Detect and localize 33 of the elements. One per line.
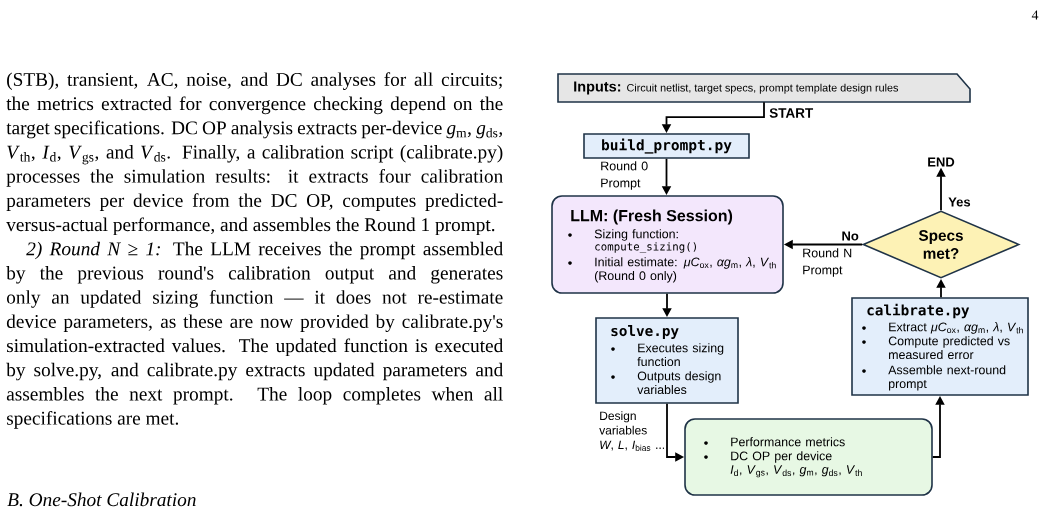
input-banner [557,73,971,103]
edge-label: No [842,231,859,241]
end-label: END [928,157,955,167]
box-heading: solve.py [611,325,679,339]
bullet-text: Executes sizing function [637,343,724,367]
bullet-text: I$_{d}$, V$_{gs}$, V$_{ds}$, g$_{m}$, g$_{ds}$, V$_{th}$ [730,465,862,478]
script-box [851,297,1029,396]
edge-label: Yes [948,197,971,207]
bullet-text: Assemble next-round prompt [888,365,1006,391]
edge-label: START [769,108,814,118]
edge-label: Design variables W, L, I$_{bias}$ ... [599,411,664,451]
script-box [595,317,739,404]
bullet-text: Initial estimate: μC$_{ox}$, αg$_{m}$, λ, V$_{th}$ (Round 0 only) [594,257,776,283]
section-heading: B. One-Shot Calibration [7,492,196,507]
edge-label: Round 0 Prompt [601,161,648,190]
bullet-text: Performance metrics [731,437,845,447]
box-heading: LLM: (Fresh Session) [571,209,733,225]
banner-heading: Inputs: [574,81,621,95]
page-number: 4 [1031,10,1039,20]
flow-label: Round N Prompt [803,248,852,277]
bullet-text: Compute predicted vs measured error [888,336,1010,360]
bullet-text: Extract μC$_{ox}$, αg$_{m}$, λ, V$_{th}$ [889,322,1023,334]
body-paragraph: 2) Round N ≥ 1: The LLM receives the prompt assembled by the previous round's calibration output and generates only an updated sizing function — it does not re-estimate device parameters, as these are now provided by calibrate.py's simulation-extracted values. The updated function is executed by solve.py, and calibrate.py extracts updated parameters and assembles the next prompt. The loop completes when all specifications are met. [6,241,504,429]
bullet-text: compute_sizing() [595,242,696,253]
body-paragraph: (STB), transient, AC, noise, and DC analyses for all circuits; the metrics extracted for convergence checking depend on the target specifications. DC OP analysis extracts per-device g$_{m}$, g$_{ds}$, V$_{th}$, I$_{d}$, V$_{gs}$, and V$_{ds}$. Finally, a calibration script (calibrate.py) processes the simulation results: it extracts four calibration parameters per device from the DC OP, computes predicted-versus-actual performance, and assembles the Round 1 prompt. [6,72,503,236]
box-heading: calibrate.py [867,303,970,319]
bullet-text: DC OP per device [731,451,832,463]
banner-text: Circuit netlist, target specs, prompt template design rules [627,83,898,94]
script-box: build_prompt.py [583,133,750,159]
bullet-text: Sizing function: [594,229,678,241]
bullet-text: Outputs design variables [637,371,721,395]
session-box [551,195,784,294]
simulator-box [684,418,933,496]
